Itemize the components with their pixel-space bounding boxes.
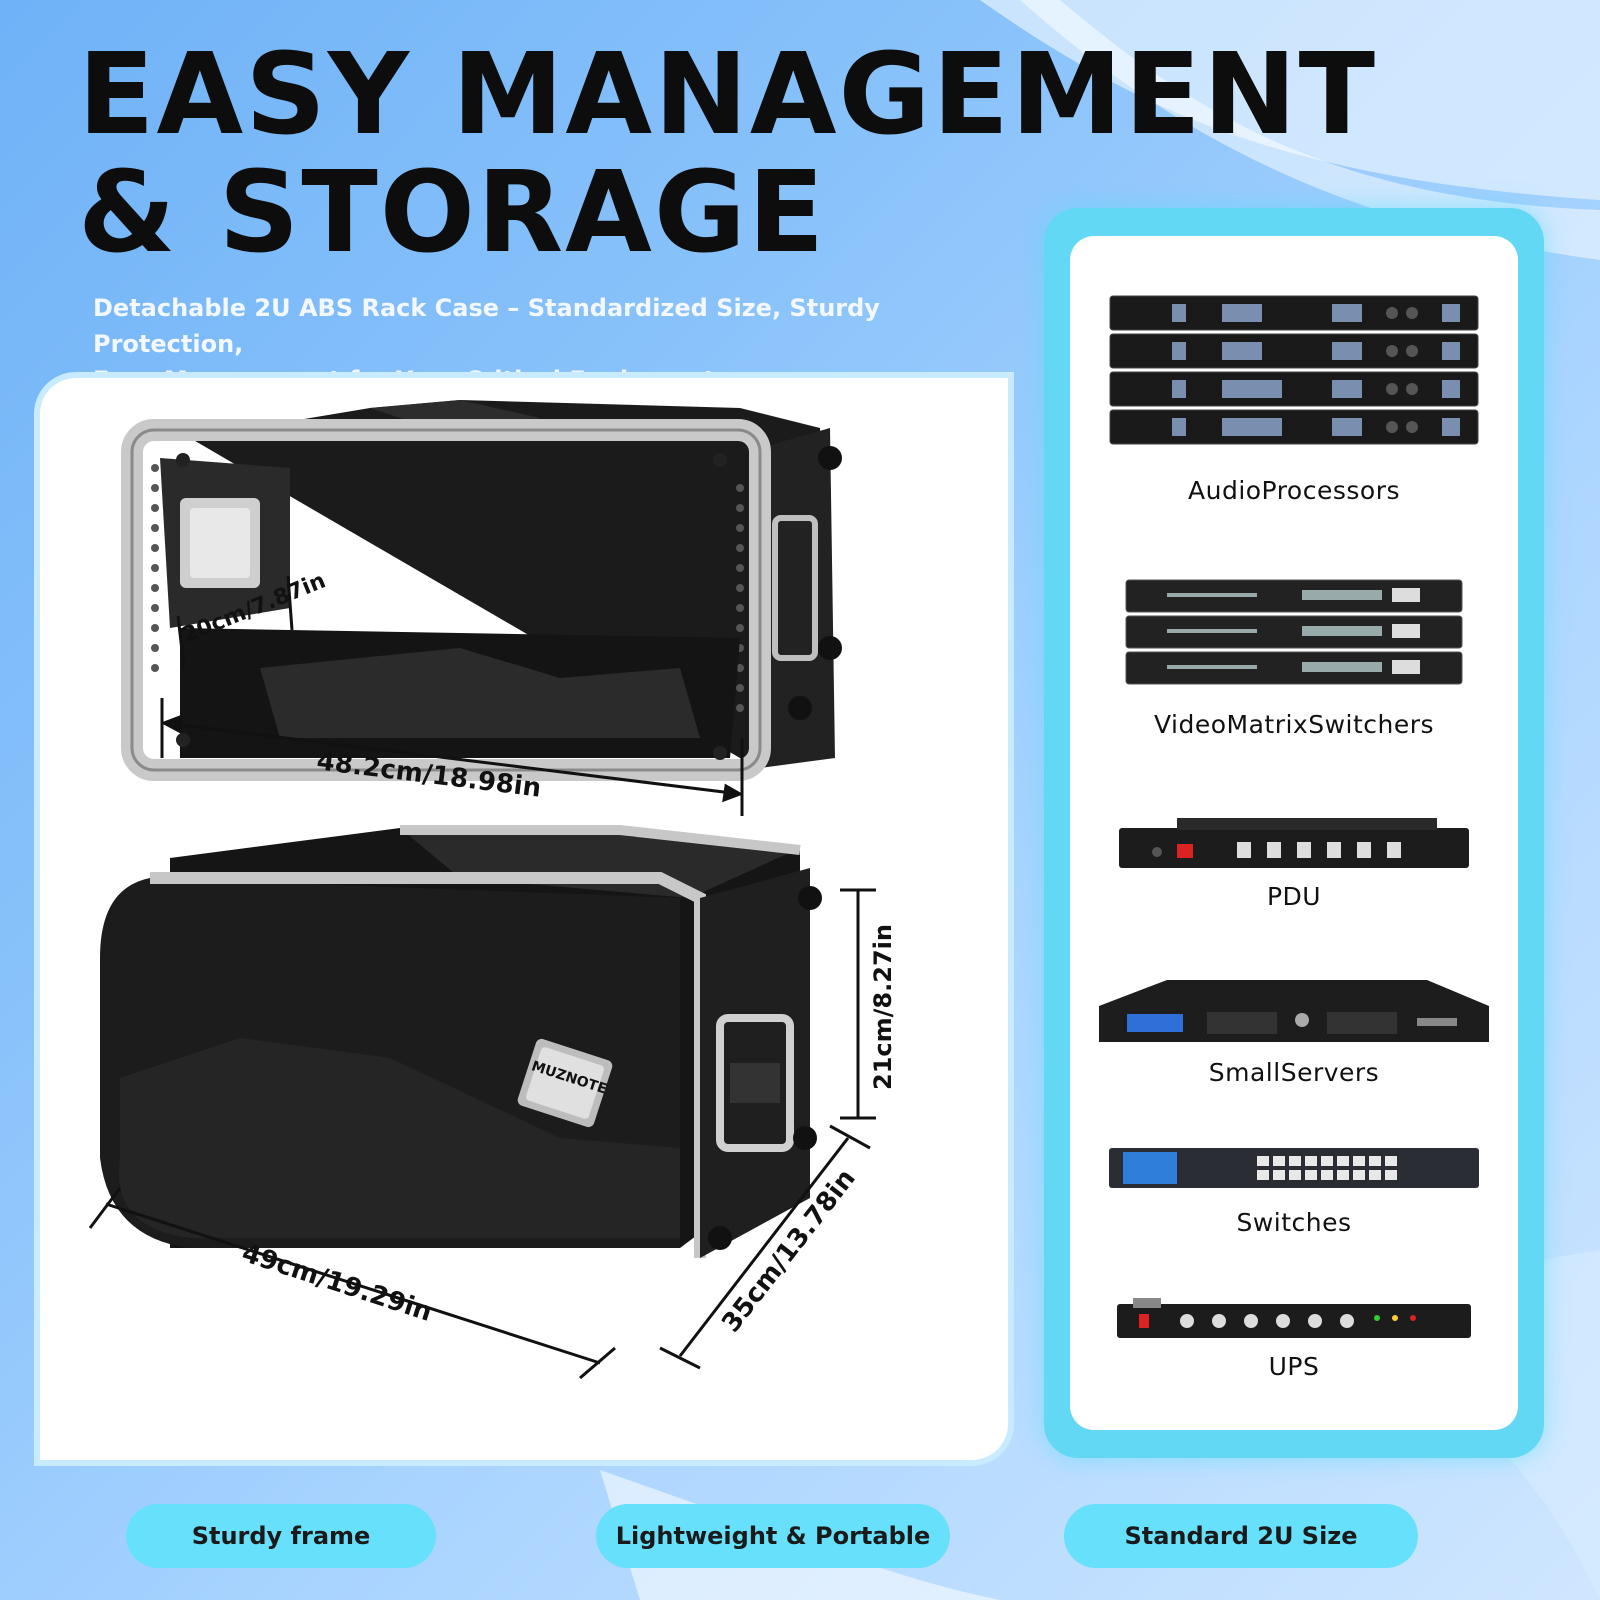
video-matrix-switcher-stack-icon <box>1125 579 1463 685</box>
pdu-icon <box>1119 818 1469 868</box>
feature-label-lightweight-portable: Lightweight & Portable <box>615 1522 931 1550</box>
feature-label-sturdy-frame: Sturdy frame <box>191 1522 371 1550</box>
product-dimensions-card: 20cm/7.87in 48.2cm/18.98in MUZNOTE 21cm/… <box>40 378 1008 1460</box>
subtitle-line-1: Detachable 2U ABS Rack Case – Standardiz… <box>93 294 880 358</box>
device-label-pdu: PDU <box>1266 882 1322 911</box>
feature-label-standard-2u: Standard 2U Size <box>1124 1522 1358 1550</box>
device-item-small-servers: SmallServers <box>1070 976 1518 1087</box>
width-dimension-line <box>88 1187 616 1380</box>
feature-pill-standard-2u: Standard 2U Size <box>1064 1504 1418 1568</box>
ups-icon <box>1117 1298 1471 1338</box>
closed-rack-case-image <box>100 825 822 1258</box>
height-label: 21cm/8.27in <box>868 924 897 1090</box>
device-label-audio-processors: AudioProcessors <box>1188 476 1400 505</box>
audio-processor-stack-icon <box>1109 295 1479 445</box>
server-icon <box>1099 980 1489 1042</box>
rack-case-illustration <box>88 400 876 1380</box>
device-item-switches: Switches <box>1070 1144 1518 1237</box>
device-label-video-matrix-switchers: VideoMatrixSwitchers <box>1153 710 1435 739</box>
width-open-dimension-line <box>160 698 744 816</box>
device-item-ups: UPS <box>1070 1296 1518 1381</box>
feature-pill-lightweight-portable: Lightweight & Portable <box>596 1504 950 1568</box>
title-line-2: & STORAGE <box>78 148 827 278</box>
compatible-devices-card: AudioProcessors VideoMatrixSwitchers <box>1070 236 1518 1430</box>
device-item-video-matrix-switchers: VideoMatrixSwitchers <box>1070 578 1518 739</box>
device-item-pdu: PDU <box>1070 814 1518 911</box>
feature-pill-sturdy-frame: Sturdy frame <box>126 1504 436 1568</box>
device-label-small-servers: SmallServers <box>1208 1058 1380 1087</box>
open-rack-case-image <box>121 400 842 781</box>
page-title: EASY MANAGEMENT & STORAGE <box>78 36 1377 272</box>
device-item-audio-processors: AudioProcessors <box>1070 292 1518 505</box>
device-label-switches: Switches <box>1236 1208 1352 1237</box>
height-dimension-line <box>840 888 876 1120</box>
depth-open-dimension-line <box>176 575 294 669</box>
depth-dimension-line <box>659 1124 871 1370</box>
network-switch-icon <box>1109 1148 1479 1188</box>
title-line-1: EASY MANAGEMENT <box>78 30 1378 160</box>
device-label-ups: UPS <box>1268 1352 1320 1381</box>
